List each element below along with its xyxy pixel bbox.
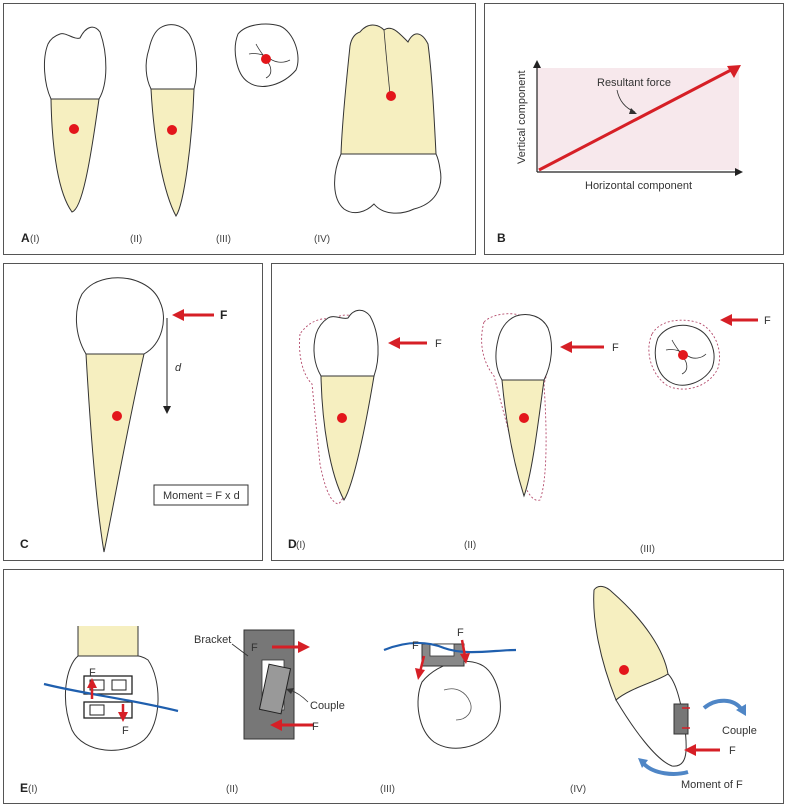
panel-c: F d Moment = F x d C xyxy=(3,263,263,561)
panel-d-letter: D xyxy=(288,537,297,551)
panel-c-figure: F d Moment = F x d C xyxy=(20,277,249,553)
sub-label-e1: (I) xyxy=(28,784,37,795)
centre-of-resistance-dot xyxy=(167,125,177,135)
tooth-a1 xyxy=(43,26,107,213)
panel-e-figure: F F F F Bracket Couple xyxy=(20,585,757,795)
tooth-e3: F F xyxy=(383,627,517,749)
tooth-d3: F xyxy=(648,314,771,390)
couple-label-e2: Couple xyxy=(310,700,345,712)
tooth-e4: Couple F Moment of F xyxy=(593,585,757,791)
sub-label-a3: (III) xyxy=(216,234,231,245)
sub-label-d2: (II) xyxy=(464,540,476,551)
force-label-e2-top: F xyxy=(251,642,258,654)
tooth-e1: F F xyxy=(43,626,179,751)
force-label-d2: F xyxy=(612,342,619,354)
sub-label-d3: (III) xyxy=(640,544,655,555)
archwire xyxy=(43,682,179,713)
sub-label-a2: (II) xyxy=(130,234,142,245)
root-stub xyxy=(78,626,138,656)
tooth-a2 xyxy=(145,24,198,217)
panel-e: F F F F Bracket Couple xyxy=(3,569,784,804)
panel-d-figure: F F F D (I) (II) (III) xyxy=(288,309,771,555)
horizontal-label: Horizontal component xyxy=(585,180,692,192)
centre-of-resistance-dot xyxy=(619,665,629,675)
centre-of-resistance-dot xyxy=(112,411,122,421)
bracket-e4 xyxy=(673,703,689,735)
tooth-a3 xyxy=(234,23,299,87)
bracket-diagram-e2: F F Bracket Couple xyxy=(194,629,345,740)
tooth-a4 xyxy=(334,24,442,214)
bracket-label: Bracket xyxy=(194,634,231,646)
force-label-d1: F xyxy=(435,338,442,350)
force-label-d3: F xyxy=(764,315,771,327)
centre-of-resistance-dot xyxy=(261,54,271,64)
force-label-bottom: F xyxy=(122,725,129,737)
centre-of-resistance-dot xyxy=(678,350,688,360)
panel-c-letter: C xyxy=(20,537,29,551)
centre-of-resistance-dot xyxy=(519,413,529,423)
moment-box xyxy=(153,484,249,506)
sub-label-e3: (III) xyxy=(380,784,395,795)
distance-label: d xyxy=(175,362,182,374)
moment-label-e4: Moment of F xyxy=(681,779,743,791)
wire-in-slot xyxy=(258,663,292,715)
panel-d: F F F D (I) (II) (III) xyxy=(271,263,784,561)
panel-b-letter: B xyxy=(497,231,506,245)
panel-a-letter: A xyxy=(21,231,30,245)
centre-of-resistance-dot xyxy=(337,413,347,423)
centre-of-resistance-dot xyxy=(386,91,396,101)
couple-arrow xyxy=(702,698,744,712)
resultant-label: Resultant force xyxy=(597,77,671,89)
sub-label-e4: (IV) xyxy=(570,784,586,795)
panel-a-figure: A (I) (II) (III) (IV) xyxy=(21,23,442,245)
panel-a: A (I) (II) (III) (IV) xyxy=(3,3,476,255)
resultant-force-arrow xyxy=(538,68,732,172)
vertical-label: Vertical component xyxy=(516,70,528,164)
force-label-e4: F xyxy=(729,745,736,757)
force-label: F xyxy=(220,308,227,322)
sub-label-e2: (II) xyxy=(226,784,238,795)
sub-label-d1: (I) xyxy=(296,540,305,551)
centre-of-resistance-dot xyxy=(69,124,79,134)
panel-e-letter: E xyxy=(20,781,28,795)
panel-b: Resultant force Horizontal component Ver… xyxy=(484,3,784,255)
sub-label-a4: (IV) xyxy=(314,234,330,245)
tooth-d1: F xyxy=(299,309,442,505)
force-label-e3-right: F xyxy=(457,627,464,639)
sub-label-a1: (I) xyxy=(30,234,39,245)
moment-arrow xyxy=(642,762,689,776)
panel-b-figure: Resultant force Horizontal component Ver… xyxy=(497,60,743,245)
archwire-e3 xyxy=(383,641,517,654)
tooth-d2: F xyxy=(481,313,619,501)
moment-formula: Moment = F x d xyxy=(163,490,240,502)
force-label-top: F xyxy=(89,667,96,679)
force-label-e2-bottom: F xyxy=(312,721,319,733)
couple-label-e4: Couple xyxy=(722,725,757,737)
force-label-e3-left: F xyxy=(412,640,419,652)
